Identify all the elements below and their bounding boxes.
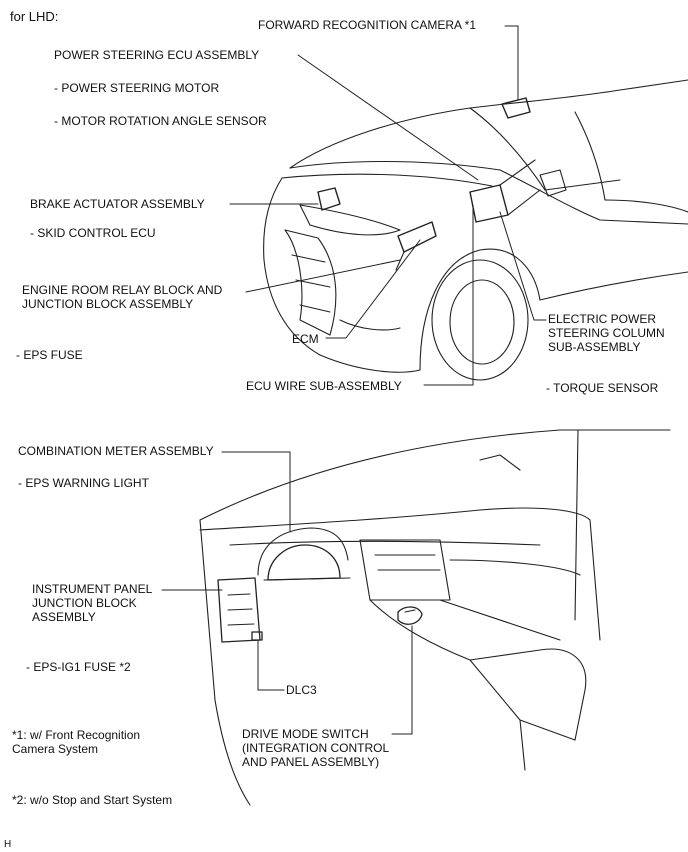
label-brake-actuator: BRAKE ACTUATOR ASSEMBLY bbox=[30, 197, 205, 211]
label-forward-recognition-camera: FORWARD RECOGNITION CAMERA *1 bbox=[258, 18, 477, 32]
footnote-1: *1: w/ Front Recognition Camera System bbox=[12, 728, 141, 756]
label-instrument-panel-junction-block: INSTRUMENT PANEL JUNCTION BLOCK ASSEMBLY bbox=[32, 582, 153, 624]
label-combination-meter: COMBINATION METER ASSEMBLY bbox=[18, 444, 214, 458]
label-ecu-wire-sub-assembly: ECU WIRE SUB-ASSEMBLY bbox=[246, 379, 402, 393]
label-drive-mode-switch: DRIVE MODE SWITCH (INTEGRATION CONTROL A… bbox=[242, 727, 390, 769]
steering-column-shape bbox=[469, 184, 509, 223]
dlc3-shape bbox=[251, 631, 263, 641]
label-skid-control-ecu: - SKID CONTROL ECU bbox=[30, 226, 156, 240]
corner-mark: H bbox=[4, 839, 12, 850]
label-eps-ig1-fuse: - EPS-IG1 FUSE *2 bbox=[26, 660, 131, 674]
drive-mode-switch-shape bbox=[397, 606, 423, 625]
footnote-2: *2: w/o Stop and Start System bbox=[12, 793, 173, 807]
interior-drawing bbox=[199, 429, 671, 806]
camera-shape bbox=[501, 97, 531, 119]
label-eps-warning-light: - EPS WARNING LIGHT bbox=[18, 476, 149, 490]
label-ecm: ECM bbox=[292, 332, 319, 346]
leader-lines-bottom bbox=[161, 451, 413, 735]
brake-actuator-shape bbox=[317, 187, 341, 211]
label-engine-room-relay-block: ENGINE ROOM RELAY BLOCK AND JUNCTION BLO… bbox=[22, 283, 223, 311]
leader-lines-top bbox=[229, 25, 547, 386]
label-power-steering-motor: - POWER STEERING MOTOR bbox=[54, 81, 220, 95]
page-header: for LHD: bbox=[10, 9, 59, 24]
label-electric-power-steering-column: ELECTRIC POWER STEERING COLUMN SUB-ASSEM… bbox=[548, 312, 665, 354]
car-exterior-drawing bbox=[263, 79, 688, 381]
label-dlc3: DLC3 bbox=[286, 683, 317, 697]
label-motor-rotation-angle-sensor: - MOTOR ROTATION ANGLE SENSOR bbox=[54, 114, 267, 128]
label-torque-sensor: - TORQUE SENSOR bbox=[546, 381, 659, 395]
meter-shape bbox=[267, 544, 341, 581]
ecm-box-shape bbox=[397, 221, 437, 253]
label-power-steering-ecu: POWER STEERING ECU ASSEMBLY bbox=[54, 48, 260, 62]
label-eps-fuse: - EPS FUSE bbox=[16, 348, 83, 362]
